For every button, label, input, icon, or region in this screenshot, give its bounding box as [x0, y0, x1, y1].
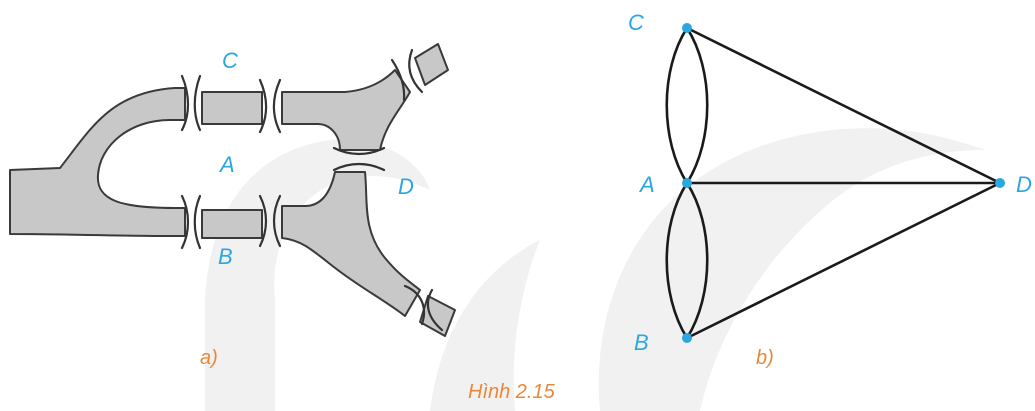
vertex-B — [682, 333, 692, 343]
vertex-C — [682, 23, 692, 33]
panel-b-label-A: A — [638, 172, 655, 197]
watermark-logo — [205, 128, 985, 411]
panel-b-label-B: B — [634, 330, 649, 355]
panel-a-label-A: A — [218, 152, 235, 177]
river-bottom-middle — [202, 210, 262, 238]
panel-a-label-B: B — [218, 244, 233, 269]
vertex-D — [995, 178, 1005, 188]
panel-a-caption: a) — [200, 347, 218, 369]
panel-a-label-C: C — [222, 48, 238, 73]
river-bottom-right-stub — [420, 296, 455, 336]
panel-b-label-D: D — [1016, 172, 1032, 197]
river-left-loop — [10, 88, 185, 236]
edge-A-C-left — [667, 28, 687, 183]
river-top-right-stub — [415, 44, 448, 85]
river-top-middle — [202, 92, 262, 124]
panel-b-caption: b) — [756, 347, 774, 369]
vertex-A — [682, 178, 692, 188]
river-top-right-branch — [282, 70, 410, 150]
edge-A-C-right — [687, 28, 707, 183]
figure-caption: Hình 2.15 — [468, 381, 556, 403]
panel-a-label-D: D — [398, 174, 414, 199]
panel-b-label-C: C — [628, 10, 644, 35]
